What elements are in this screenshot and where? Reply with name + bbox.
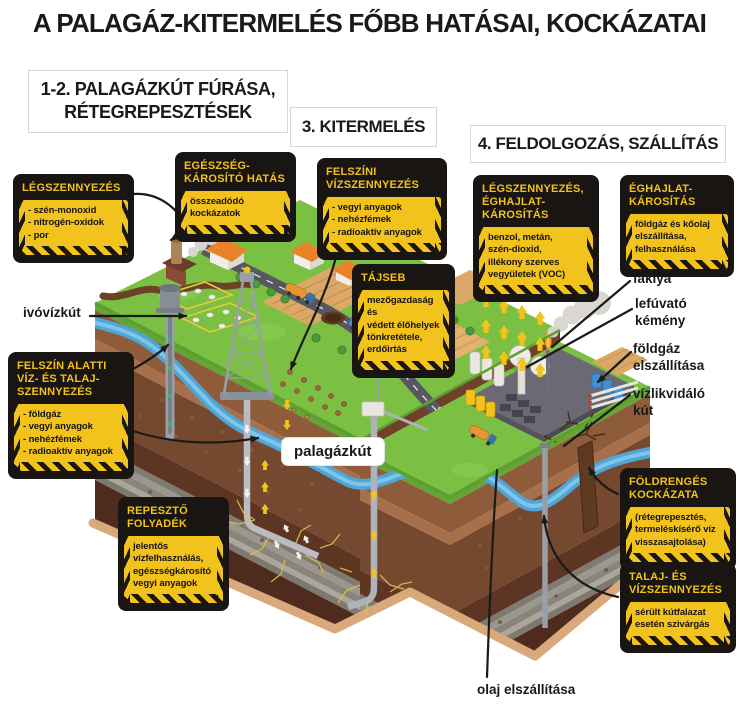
- hazard-card-body: (rétegrepesztés, termeléskísérő víz viss…: [626, 507, 730, 562]
- fracking-cracks: [337, 567, 413, 615]
- section-header-extraction: 3. KITERMELÉS: [290, 107, 437, 147]
- label-drinking-water-well: ivóvízkút: [23, 305, 81, 320]
- fracking-cracks: [228, 499, 341, 583]
- hazard-card-title: FELSZÍN ALATTI VÍZ- ÉS TALAJ- SZENNYEZÉS: [17, 360, 107, 398]
- hazard-card-body: - szén-monoxid - nitrogén-oxidok - por: [19, 200, 128, 255]
- label-oil-transport: olaj elszállítása: [477, 682, 576, 697]
- hazard-card-title: REPESZTŐ FOLYADÉK: [127, 505, 188, 530]
- tree-stumps-cleared-land: [280, 369, 347, 420]
- hazard-card-body: benzol, metán, szén-dioxid, illékony sze…: [479, 227, 593, 294]
- label-venting-chimney: lefúvató kémény: [635, 296, 687, 328]
- truck: [469, 425, 497, 446]
- page-title: A PALAGÁZ-KITERMELÉS FŐBB HATÁSAI, KOCKÁ…: [32, 8, 707, 38]
- machinery: [500, 394, 541, 423]
- hazard-card-body: mezőgazdaság és védett élőhelyek tönkret…: [358, 290, 449, 370]
- section-header-drilling-fracking: 1-2. PALAGÁZKÚT FÚRÁSA, RÉTEGREPESZTÉSEK: [28, 70, 288, 133]
- label-water-disposal-well: vízlikvidáló kút: [633, 386, 706, 418]
- hazard-card-earthquake-risk: FÖLDRENGÉS KOCKÁZATA (rétegrepesztés, te…: [620, 468, 736, 570]
- hazard-card-climate-damage: ÉGHAJLAT- KÁROSÍTÁS földgáz és kőolaj el…: [620, 175, 734, 277]
- deep-production-well: [540, 443, 550, 628]
- hazard-card-title: FELSZÍNI VÍZSZENNYEZÉS: [326, 166, 420, 191]
- lower-terrace: [360, 291, 650, 534]
- hazard-card-title: LÉGSZENNYEZÉS: [22, 182, 121, 194]
- terrain-base-rim: [88, 518, 656, 661]
- drilling-derrick: [220, 266, 274, 400]
- flare-stack: [546, 350, 550, 390]
- label-natural-gas-transport: földgáz elszállítása: [633, 341, 705, 373]
- hazard-card-body: - vegyi anyagok - nehézfémek - radioaktí…: [323, 197, 441, 252]
- hazard-card-title: EGÉSZSÉG- KÁROSÍTÓ HATÁS: [184, 160, 285, 185]
- hazard-card-body: összeadódó kockázatok: [181, 191, 290, 234]
- hazard-card-title: ÉGHAJLAT- KÁROSÍTÁS: [629, 183, 696, 208]
- hazard-card-surface-water-pollution: FELSZÍNI VÍZSZENNYEZÉS - vegyi anyagok -…: [317, 158, 447, 260]
- aquifer-river: [95, 316, 650, 512]
- hazard-card-health-effect: EGÉSZSÉG- KÁROSÍTÓ HATÁS összeadódó kock…: [175, 152, 296, 242]
- hazard-card-body: jelentős vízfelhasználás, egészségkárosí…: [124, 536, 223, 603]
- hazard-card-groundwater-soil-pollution: FELSZÍN ALATTI VÍZ- ÉS TALAJ- SZENNYEZÉS…: [8, 352, 134, 480]
- drinking-water-well: [156, 284, 184, 441]
- hazard-card-body: sérült kútfalazat esetén szivárgás: [626, 602, 730, 645]
- injection-wellbore: [228, 400, 341, 583]
- hazard-card-landscape-scar: TÁJSEB mezőgazdaság és védett élőhelyek …: [352, 264, 455, 378]
- hazard-card-title: FÖLDRENGÉS KOCKÁZATA: [629, 476, 708, 501]
- label-shale-gas-well: palagázkút: [281, 437, 385, 466]
- derrick-light: [243, 266, 251, 274]
- truck: [285, 282, 316, 305]
- water-disposal-well-shaft: [577, 440, 599, 534]
- yellow-tanks: [465, 389, 496, 418]
- hazard-card-title: TÁJSEB: [361, 272, 406, 284]
- hazard-card-body: - földgáz - vegyi anyagok - nehézfémek -…: [14, 404, 128, 471]
- hazard-card-fracking-fluid: REPESZTŐ FOLYADÉK jelentős vízfelhasznál…: [118, 497, 229, 612]
- hazard-card-soil-water-pollution: TALAJ- ÉS VÍZSZENNYEZÉS sérült kútfalaza…: [620, 563, 736, 653]
- hazard-card-title: LÉGSZENNYEZÉS, ÉGHAJLAT- KÁROSÍTÁS: [482, 183, 584, 221]
- section-header-processing-transport: 4. FELDOLGOZÁS, SZÁLLÍTÁS: [470, 125, 726, 163]
- hazard-card-air-climate-damage: LÉGSZENNYEZÉS, ÉGHAJLAT- KÁROSÍTÁS benzo…: [473, 175, 599, 303]
- hazard-card-body: földgáz és kőolaj elszállítása, felhaszn…: [626, 214, 728, 269]
- hazard-card-title: TALAJ- ÉS VÍZSZENNYEZÉS: [629, 571, 723, 596]
- hazard-card-air-pollution: LÉGSZENNYEZÉS - szén-monoxid - nitrogén-…: [13, 174, 134, 263]
- ground-cracks-surface: [543, 411, 606, 443]
